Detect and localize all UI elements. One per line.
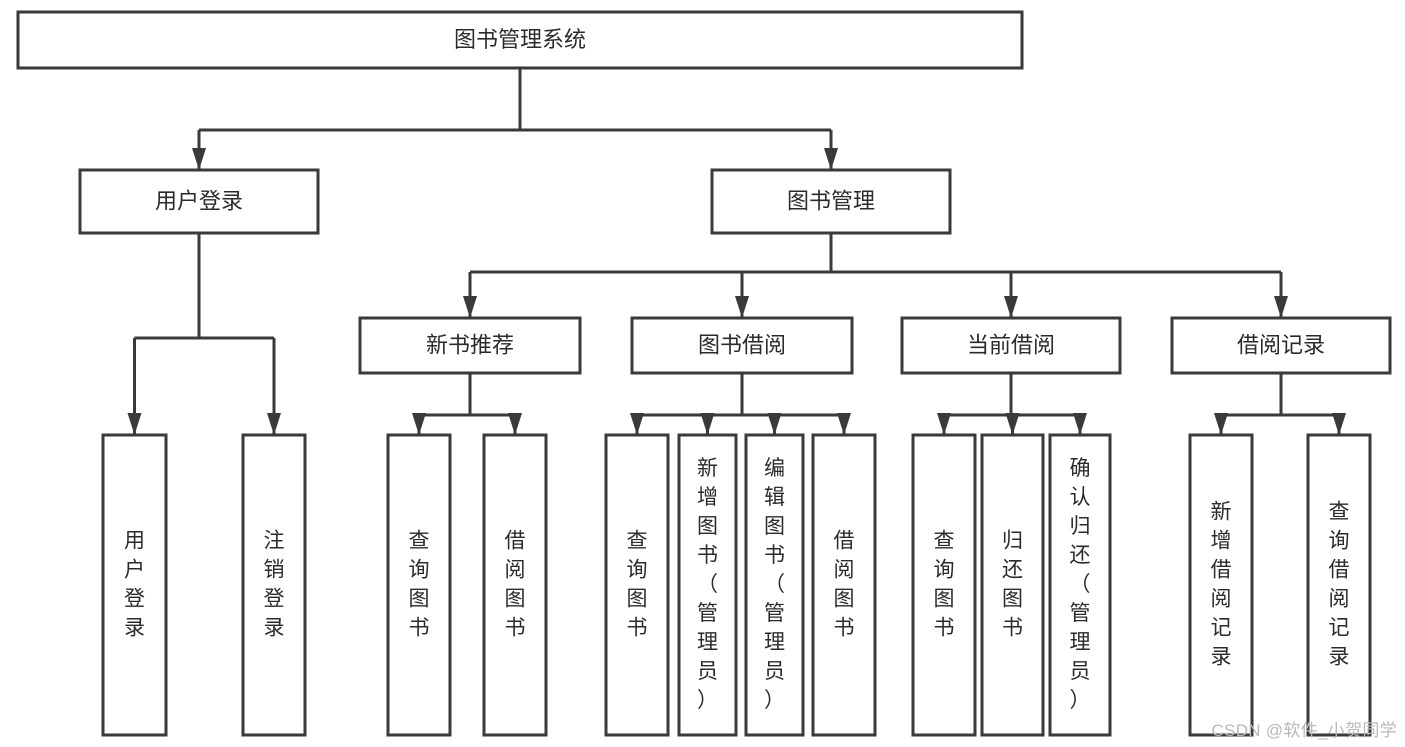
node-box bbox=[386, 433, 452, 737]
node-book-manage[interactable]: 图书管理 bbox=[710, 168, 952, 235]
node-label: 查询图书 bbox=[627, 529, 648, 639]
node-label: 借阅记录 bbox=[1237, 332, 1325, 357]
node-label: 归还图书 bbox=[1002, 529, 1023, 639]
node-box bbox=[710, 168, 952, 235]
node-leaf-query-book-1[interactable]: 查询图书 bbox=[386, 433, 452, 737]
arrow-head-icon bbox=[767, 413, 782, 435]
node-label: 用户登录 bbox=[124, 529, 145, 639]
node-label: 新增图书（管理员） bbox=[697, 457, 718, 712]
node-box bbox=[900, 316, 1122, 375]
node-leaf-add-book[interactable]: 新增图书（管理员） bbox=[677, 433, 738, 737]
node-box bbox=[1306, 433, 1372, 737]
arrow-head-icon bbox=[1274, 296, 1288, 318]
node-label: 编辑图书（管理员） bbox=[764, 457, 785, 712]
node-label: 用户登录 bbox=[155, 188, 243, 213]
arrow-head-icon bbox=[127, 413, 142, 435]
arrow-head-icon bbox=[1214, 413, 1228, 435]
node-label: 确认归还（管理员） bbox=[1070, 457, 1091, 712]
node-box bbox=[241, 433, 307, 737]
node-new-book-recommend[interactable]: 新书推荐 bbox=[358, 316, 582, 375]
node-box bbox=[101, 433, 168, 737]
arrow-head-icon bbox=[1332, 413, 1346, 435]
arrow-head-icon bbox=[1005, 413, 1020, 435]
node-leaf-user-login[interactable]: 用户登录 bbox=[101, 433, 168, 737]
node-leaf-borrow-book-2[interactable]: 借阅图书 bbox=[811, 433, 877, 737]
node-box bbox=[1170, 316, 1392, 375]
node-root[interactable]: 图书管理系统 bbox=[16, 10, 1024, 70]
node-label: 注销登录 bbox=[264, 529, 285, 639]
node-box bbox=[980, 433, 1045, 737]
node-box bbox=[16, 10, 1024, 70]
node-label: 当前借阅 bbox=[967, 332, 1055, 357]
node-user-login[interactable]: 用户登录 bbox=[78, 168, 320, 235]
node-layer: 图书管理系统用户登录图书管理新书推荐图书借阅当前借阅借阅记录用户登录注销登录查询… bbox=[16, 10, 1392, 737]
node-label: 查询图书 bbox=[409, 529, 430, 639]
node-box bbox=[811, 433, 877, 737]
node-box bbox=[911, 433, 977, 737]
node-box bbox=[1188, 433, 1254, 737]
node-box bbox=[78, 168, 320, 235]
node-leaf-logout[interactable]: 注销登录 bbox=[241, 433, 307, 737]
arrow-head-icon bbox=[412, 413, 426, 435]
node-box bbox=[604, 433, 670, 737]
node-label: 图书管理系统 bbox=[454, 27, 586, 52]
arrow-head-icon bbox=[1073, 413, 1087, 435]
node-leaf-confirm-return[interactable]: 确认归还（管理员） bbox=[1048, 433, 1112, 737]
node-label: 查询图书 bbox=[934, 529, 955, 639]
connector-layer bbox=[127, 68, 1346, 435]
node-book-borrow[interactable]: 图书借阅 bbox=[630, 316, 854, 375]
node-box bbox=[744, 433, 805, 737]
arrow-head-icon bbox=[267, 413, 281, 435]
arrow-head-icon bbox=[463, 296, 477, 318]
node-borrow-record[interactable]: 借阅记录 bbox=[1170, 316, 1392, 375]
arrow-head-icon bbox=[1004, 296, 1018, 318]
node-label: 新增借阅记录 bbox=[1211, 500, 1232, 668]
node-label: 图书借阅 bbox=[698, 332, 786, 357]
arrow-head-icon bbox=[192, 148, 206, 170]
node-label: 查询借阅记录 bbox=[1329, 500, 1350, 668]
node-label: 新书推荐 bbox=[426, 332, 514, 357]
csdn-watermark: CSDN @软件_小贺同学 bbox=[1211, 721, 1397, 740]
arrow-head-icon bbox=[508, 413, 522, 435]
arrow-head-icon bbox=[700, 413, 715, 435]
node-label: 图书管理 bbox=[787, 188, 875, 213]
node-leaf-query-book-2[interactable]: 查询图书 bbox=[604, 433, 670, 737]
node-box bbox=[358, 316, 582, 375]
node-box bbox=[677, 433, 738, 737]
node-leaf-query-record[interactable]: 查询借阅记录 bbox=[1306, 433, 1372, 737]
node-current-borrow[interactable]: 当前借阅 bbox=[900, 316, 1122, 375]
arrow-head-icon bbox=[824, 148, 838, 170]
node-box bbox=[482, 433, 548, 737]
node-leaf-edit-book[interactable]: 编辑图书（管理员） bbox=[744, 433, 805, 737]
node-leaf-borrow-book-1[interactable]: 借阅图书 bbox=[482, 433, 548, 737]
node-leaf-add-record[interactable]: 新增借阅记录 bbox=[1188, 433, 1254, 737]
node-label: 借阅图书 bbox=[505, 529, 526, 639]
node-leaf-query-book-3[interactable]: 查询图书 bbox=[911, 433, 977, 737]
arrow-head-icon bbox=[837, 413, 851, 435]
node-box bbox=[1048, 433, 1112, 737]
node-leaf-return-book[interactable]: 归还图书 bbox=[980, 433, 1045, 737]
node-box bbox=[630, 316, 854, 375]
arrow-head-icon bbox=[937, 413, 951, 435]
node-label: 借阅图书 bbox=[834, 529, 855, 639]
arrow-head-icon bbox=[630, 413, 644, 435]
arrow-head-icon bbox=[735, 296, 749, 318]
